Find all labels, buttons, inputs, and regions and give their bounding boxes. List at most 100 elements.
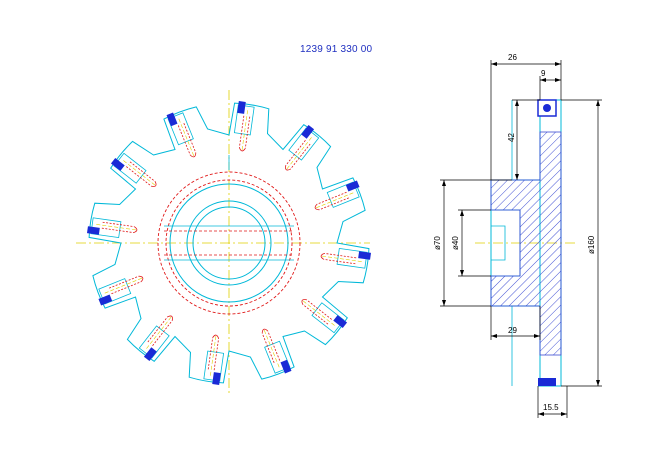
- dim-top-width: 26: [508, 53, 517, 62]
- tooth-centerline: [178, 118, 195, 158]
- tooth-centerline: [263, 328, 280, 368]
- screw-hidden-line: [290, 143, 311, 170]
- screw-hidden-line: [302, 304, 329, 325]
- screw-hidden-line: [261, 332, 275, 363]
- dimension-arrows: [442, 62, 600, 416]
- tooth: [86, 217, 138, 239]
- screw-tip: [151, 181, 157, 187]
- tooth: [320, 247, 372, 269]
- cutting-insert: [358, 251, 372, 260]
- dim-overall-diameter: ø160: [587, 235, 596, 254]
- cutting-insert: [143, 347, 157, 362]
- screw-tip: [138, 275, 144, 283]
- tooth-centerline: [104, 277, 144, 294]
- screw-hidden-line: [213, 338, 220, 371]
- dim-bore-inner: ø40: [451, 236, 460, 250]
- screw-hidden-line: [101, 227, 134, 234]
- part-number-label: 1239 91 330 00: [300, 44, 373, 55]
- screw-hidden-line: [238, 115, 245, 148]
- tooth-pocket: [113, 152, 147, 184]
- side-view: 26 9 42 ø70 ø40 ø160 29 15.5: [433, 53, 602, 418]
- tooth-centerline: [241, 110, 248, 152]
- tooth: [138, 315, 173, 362]
- screw-tip: [320, 253, 325, 260]
- screw-hidden-line: [102, 221, 135, 228]
- screw-hidden-line: [207, 337, 214, 370]
- tooth: [203, 334, 225, 386]
- cutting-insert: [110, 157, 125, 171]
- cutting-insert: [212, 372, 221, 386]
- screw-tip: [285, 165, 291, 171]
- screw-hidden-line: [323, 258, 356, 265]
- cutting-insert: [301, 124, 315, 139]
- tooth-centerline: [96, 224, 138, 231]
- tooth: [110, 152, 157, 187]
- tooth: [233, 100, 255, 152]
- screw-hidden-line: [306, 299, 332, 320]
- tooth-centerline: [320, 255, 362, 262]
- cutting-insert: [98, 294, 113, 306]
- screw-tip: [212, 334, 219, 339]
- tooth-pocket: [138, 325, 170, 359]
- tooth: [98, 275, 144, 306]
- screw-tip: [133, 226, 138, 233]
- screw-hidden-line: [177, 125, 191, 156]
- screw-tip: [301, 299, 307, 305]
- tooth-centerline: [123, 160, 157, 187]
- bore-circle-inner: [192, 206, 266, 280]
- screw-hidden-line: [318, 197, 349, 211]
- cutting-insert: [280, 359, 292, 374]
- tooth-pocket: [203, 350, 225, 382]
- screw-tip: [314, 203, 320, 211]
- hidden-circle-outer: [157, 171, 301, 315]
- tooth: [166, 112, 197, 158]
- screw-hidden-line: [267, 330, 281, 361]
- tooth: [314, 180, 360, 211]
- hub-circle: [169, 183, 289, 303]
- dim-bore-outer: ø70: [433, 236, 442, 250]
- tooth-pocket: [288, 127, 320, 161]
- screw-tip: [189, 152, 197, 158]
- screw-hidden-line: [316, 191, 347, 205]
- cutting-insert: [86, 226, 100, 235]
- section-hatch: [490, 131, 562, 356]
- screw-hidden-line: [183, 123, 197, 154]
- cutting-insert: [333, 315, 348, 329]
- tooth-pocket: [98, 278, 132, 305]
- tooth-pocket: [264, 340, 291, 374]
- tooth: [301, 299, 348, 334]
- tooth-centerline: [314, 192, 354, 209]
- bore-circle-outer: [186, 200, 272, 286]
- hidden-circle-inner: [165, 179, 293, 307]
- dim-top-small: 9: [541, 69, 546, 78]
- side-insert-bottom: [538, 378, 556, 386]
- screw-hidden-line: [111, 281, 142, 295]
- tooth: [285, 124, 320, 171]
- tooth-pocket: [326, 181, 360, 208]
- screw-tip: [239, 147, 246, 152]
- tooth-centerline: [301, 299, 335, 326]
- tooth-pocket: [336, 247, 368, 269]
- tooth-pocket: [311, 302, 345, 334]
- tooth-centerline: [146, 315, 173, 349]
- screw-tip: [167, 315, 173, 321]
- tooth-pocket: [90, 217, 122, 239]
- screw-hidden-line: [152, 320, 173, 346]
- cutting-insert: [237, 100, 246, 114]
- front-view: [76, 90, 372, 395]
- screw-hidden-line: [126, 166, 152, 187]
- side-insert-screw: [543, 104, 551, 112]
- tooth-pocket: [233, 104, 255, 136]
- tooth: [261, 328, 292, 374]
- keyway-outline: [491, 225, 506, 261]
- tooth-centerline: [210, 334, 217, 376]
- screw-hidden-line: [285, 140, 306, 166]
- screw-hidden-line: [147, 316, 168, 343]
- dim-hub-depth: 29: [508, 326, 517, 335]
- screw-hidden-line: [244, 116, 251, 149]
- tooth-pocket: [167, 112, 194, 146]
- dim-flange-height: 42: [507, 133, 516, 142]
- tooth-centerline: [285, 137, 312, 171]
